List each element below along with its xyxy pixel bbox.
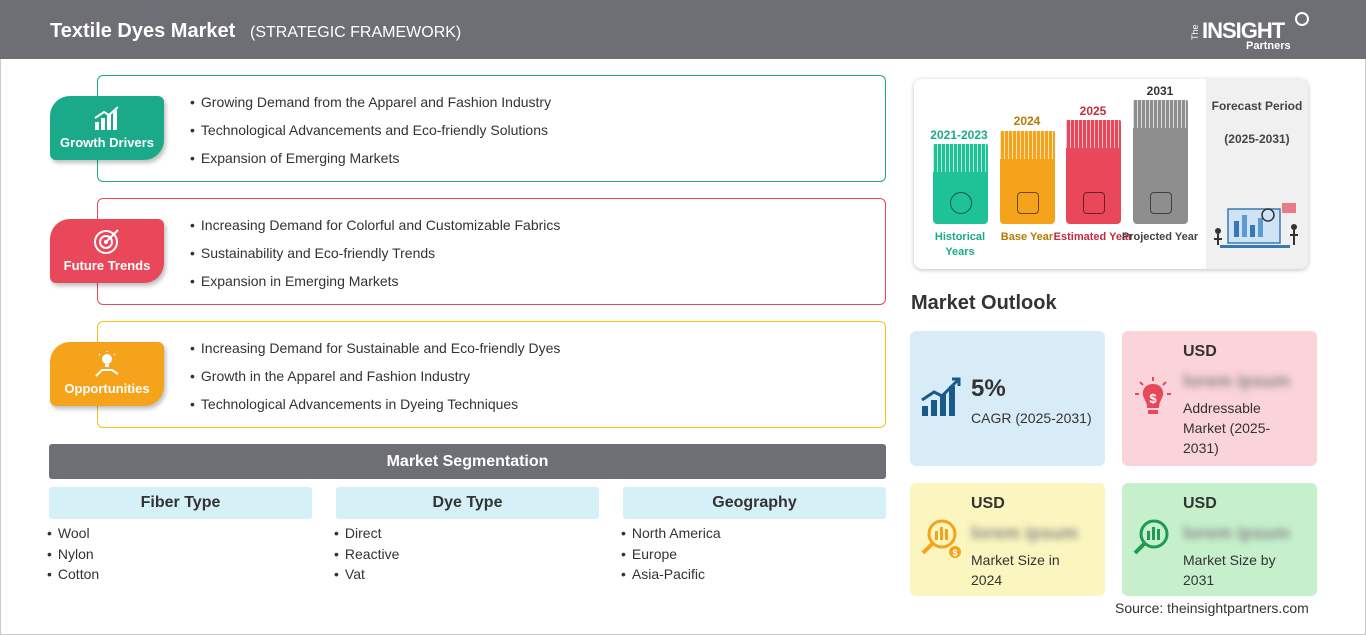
list-item: Europe xyxy=(621,546,721,567)
blurred-value: lorem ipsum xyxy=(971,523,1079,543)
calendar-icon xyxy=(1016,192,1039,214)
timeline-year: 2024 xyxy=(1013,114,1041,128)
market-size-2024-label: Market Size in 2024 xyxy=(971,552,1060,588)
list-item: Growth in the Apparel and Fashion Indust… xyxy=(190,368,560,396)
list-item: Expansion in Emerging Markets xyxy=(190,273,560,301)
list-item: Direct xyxy=(334,525,399,546)
history-icon xyxy=(949,192,972,214)
page-title: Textile Dyes Market xyxy=(50,20,236,42)
gears-chart-icon xyxy=(1082,192,1105,214)
usd-label: USD xyxy=(971,495,1005,512)
magnifier-dollar-icon: $ xyxy=(921,519,961,558)
svg-text:$: $ xyxy=(1149,391,1157,406)
list-item: Sustainability and Eco-friendly Trends xyxy=(190,245,560,273)
list-item: Expansion of Emerging Markets xyxy=(190,150,551,178)
badge-label: Opportunities xyxy=(64,381,150,396)
geography-heading: Geography xyxy=(623,487,886,519)
magnifier-chart-icon xyxy=(1133,519,1169,555)
usd-label: USD xyxy=(1183,343,1217,360)
timeline-year: 2021-2023 xyxy=(930,128,988,142)
list-item: Nylon xyxy=(47,546,99,567)
list-item: Asia-Pacific xyxy=(621,566,721,587)
timeline-caption: Projected Year xyxy=(1121,231,1199,243)
growth-chart-icon xyxy=(921,377,961,416)
market-size-2024-card: $ USD lorem ipsum Market Size in 2024 xyxy=(910,483,1105,596)
historical-years-bar xyxy=(933,144,988,224)
growth-drivers-card: Growing Demand from the Apparel and Fash… xyxy=(97,75,886,182)
list-item: Cotton xyxy=(47,566,99,587)
target-icon xyxy=(94,229,119,254)
timeline-panel: Forecast Period (2025-2031) 2021-2023 Hi… xyxy=(914,79,1308,269)
addressable-market-label: Addressable Market (2025-2031) xyxy=(1183,400,1271,456)
estimated-year-bar xyxy=(1066,120,1121,224)
list-item: North America xyxy=(621,525,721,546)
market-outlook-title: Market Outlook xyxy=(911,292,1057,314)
dollar-bulb-icon: $ xyxy=(1135,377,1171,414)
dye-type-list: Direct Reactive Vat xyxy=(334,525,399,587)
timeline-year: 2031 xyxy=(1146,84,1174,98)
list-item: Technological Advancements and Eco-frien… xyxy=(190,122,551,150)
source-link[interactable]: Source: theinsightpartners.com xyxy=(1115,600,1309,616)
blurred-value: lorem ipsum xyxy=(1183,371,1291,391)
timeline-caption: Historical Years xyxy=(934,231,986,258)
list-item: Increasing Demand for Sustainable and Ec… xyxy=(190,340,561,368)
cagr-value: 5% xyxy=(971,375,1006,402)
projected-year-bar xyxy=(1133,100,1188,224)
segmentation-header: Market Segmentation xyxy=(49,444,886,479)
list-item: Increasing Demand for Colorful and Custo… xyxy=(190,217,561,245)
fiber-type-list: Wool Nylon Cotton xyxy=(47,525,99,587)
list-item: Vat xyxy=(334,566,399,587)
future-trends-card: Increasing Demand for Colorful and Custo… xyxy=(97,198,886,305)
bar-chart-growth-icon xyxy=(94,106,119,130)
cagr-card: 5% CAGR (2025-2031) xyxy=(910,331,1105,466)
badge-label: Growth Drivers xyxy=(60,135,154,150)
timeline-caption: Estimated Year xyxy=(1053,231,1133,243)
list-item: Reactive xyxy=(334,546,399,567)
usd-label: USD xyxy=(1183,495,1217,512)
dye-type-heading: Dye Type xyxy=(336,487,599,519)
insight-partners-logo[interactable]: The INSIGHT Partners xyxy=(1190,10,1320,54)
growth-drivers-badge: Growth Drivers xyxy=(50,96,164,160)
fiber-type-heading: Fiber Type xyxy=(49,487,312,519)
blurred-value: lorem ipsum xyxy=(1183,523,1291,543)
list-item: Growing Demand from the Apparel and Fash… xyxy=(190,94,551,122)
cagr-label: CAGR (2025-2031) xyxy=(971,410,1092,426)
badge-label: Future Trends xyxy=(63,258,151,273)
geography-list: North America Europe Asia-Pacific xyxy=(621,525,721,587)
svg-text:$: $ xyxy=(952,548,957,558)
forecast-period-label: Forecast Period xyxy=(1211,99,1303,113)
base-year-bar xyxy=(1000,131,1055,224)
forecast-period-range: (2025-2031) xyxy=(1224,132,1290,146)
timeline-year: 2025 xyxy=(1079,104,1107,118)
page-subtitle: (STRATEGIC FRAMEWORK) xyxy=(250,24,462,41)
presentation-icon xyxy=(1149,192,1172,214)
market-size-2031-label: Market Size by 2031 xyxy=(1183,552,1276,588)
lightbulb-hand-icon xyxy=(95,351,119,377)
list-item: Wool xyxy=(47,525,99,546)
timeline-caption: Base Year xyxy=(1000,231,1054,243)
future-trends-badge: Future Trends xyxy=(50,219,164,283)
opportunities-card: Increasing Demand for Sustainable and Ec… xyxy=(97,321,886,428)
opportunities-badge: Opportunities xyxy=(50,342,164,406)
market-size-2031-card: USD lorem ipsum Market Size by 2031 xyxy=(1122,483,1317,596)
data-analytics-illustration xyxy=(1214,203,1298,248)
addressable-market-card: $ USD lorem ipsum Addressable Market (20… xyxy=(1122,331,1317,466)
header-bar: Textile Dyes Market (STRATEGIC FRAMEWORK… xyxy=(0,0,1366,59)
list-item: Technological Advancements in Dyeing Tec… xyxy=(190,396,560,424)
